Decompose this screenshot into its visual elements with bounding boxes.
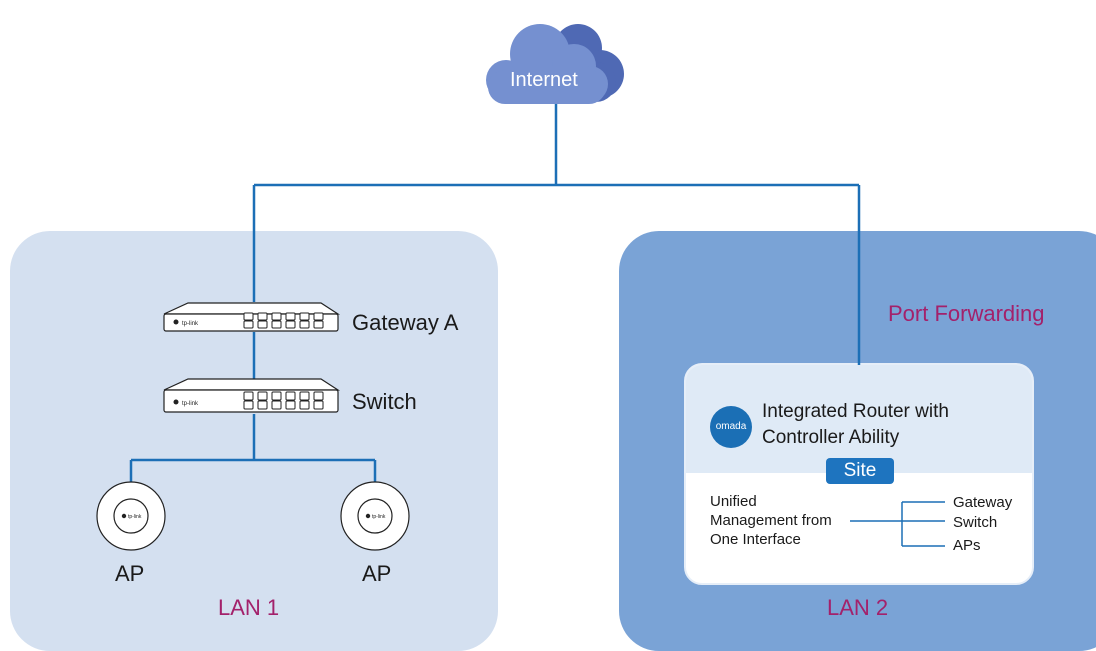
internet-label: Internet <box>510 69 578 91</box>
site-card <box>684 363 1034 585</box>
branch-aps-label: APs <box>953 537 981 554</box>
site-badge: Site <box>826 458 894 484</box>
branch-gateway-label: Gateway <box>953 494 1013 511</box>
lan2-label: LAN 2 <box>827 595 889 620</box>
access-point-icon: tp-link <box>96 481 166 551</box>
router-title-line2: Controller Ability <box>762 427 900 448</box>
gateway-a-label: Gateway A <box>352 310 459 335</box>
router-icon: tp-link <box>163 302 341 332</box>
connection-lines <box>129 100 861 482</box>
switch-icon: tp-link <box>163 378 341 413</box>
omada-logo-text: omada <box>715 421 747 432</box>
lan1-label: LAN 1 <box>218 595 280 620</box>
svg-text:tp-link: tp-link <box>182 401 199 407</box>
ap-right-label: AP <box>362 561 392 586</box>
svg-text:tp-link: tp-link <box>372 514 386 520</box>
management-branch-lines <box>850 501 945 547</box>
mgmt-line2: Management from <box>710 512 832 529</box>
access-point-icon: tp-link <box>340 481 410 551</box>
svg-text:tp-link: tp-link <box>128 514 142 520</box>
mgmt-line3: One Interface <box>710 531 801 548</box>
branch-switch-label: Switch <box>953 514 998 531</box>
ap-left-label: AP <box>115 561 145 586</box>
router-title-line1: Integrated Router with <box>762 401 949 422</box>
port-forwarding-label: Port Forwarding <box>888 301 1045 326</box>
svg-text:tp-link: tp-link <box>182 321 199 327</box>
switch-label: Switch <box>352 389 417 414</box>
omada-logo-icon: omada <box>710 406 752 448</box>
cloud-icon <box>486 24 624 104</box>
mgmt-line1: Unified <box>710 493 757 510</box>
network-diagram: tp-link tp-link tp-link tp-link <box>96 24 945 551</box>
